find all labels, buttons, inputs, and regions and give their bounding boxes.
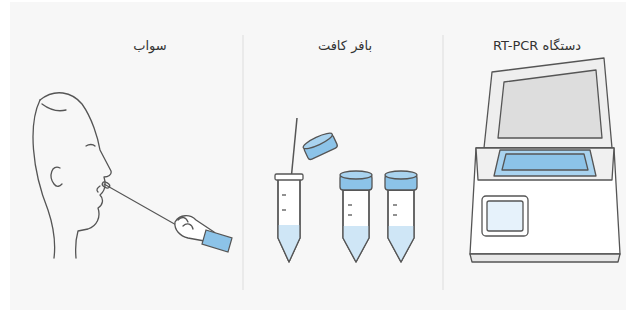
swab-figure — [33, 93, 216, 258]
tubes — [275, 118, 417, 262]
background-card — [10, 2, 626, 310]
panel-label: بافر کافت — [318, 38, 372, 54]
divider — [243, 35, 244, 290]
panel-label: دستگاه RT-PCR — [493, 38, 581, 54]
panel-label: سواب — [133, 38, 166, 54]
pcr-machine — [470, 58, 620, 262]
glove-cuff — [202, 230, 232, 252]
divider — [443, 35, 444, 290]
